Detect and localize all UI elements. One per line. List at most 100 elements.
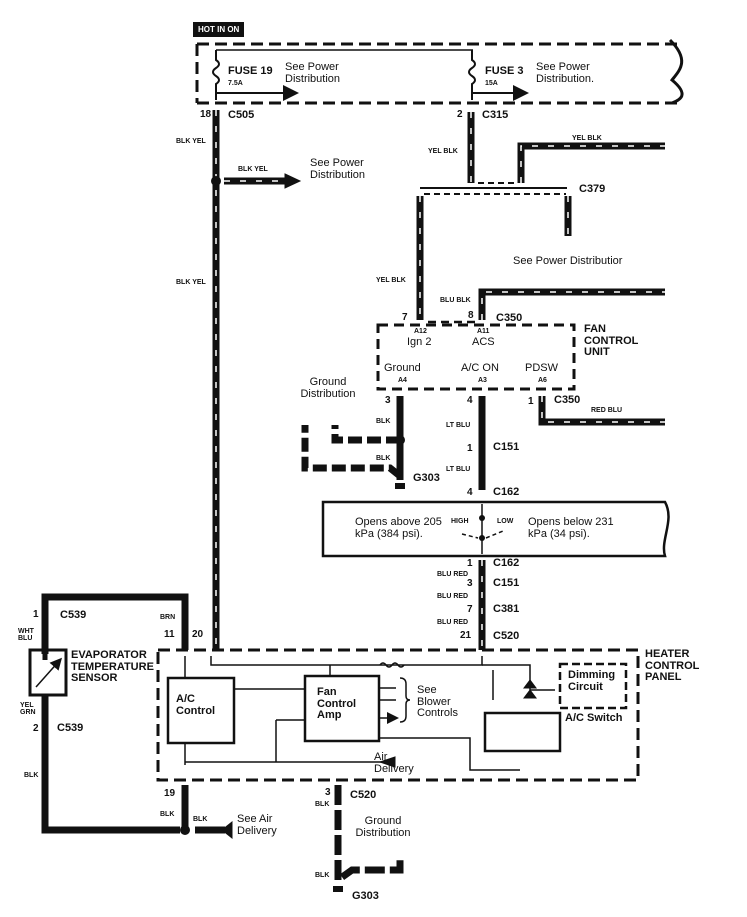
fuse-3-name: FUSE 3 [485,65,524,77]
ac-control-label: A/C Control [176,693,216,717]
fcu-ac-on: A/C ON [461,362,499,374]
c151-label-2: C151 [493,577,520,589]
wire-lt-blu-label: LT BLU [446,466,471,473]
g303-label: G303 [413,472,440,484]
wire-yel-grn-label: YEL GRN [20,702,36,717]
wire-blk-label: BLK [160,811,175,818]
wire-blk-label: BLK [315,801,330,808]
ac-control-box [166,676,236,745]
blower-controls-ref[interactable]: See Blower Controls [417,684,458,720]
wire-blu-red-label: BLU RED [437,619,469,626]
wire-blu-red-label: BLU RED [437,571,469,578]
wire-blk-label: BLK [24,772,39,779]
c379-label: C379 [579,183,606,195]
fan-control-unit-title: FAN CONTROL UNIT [584,323,639,359]
wire-blk-yel-label: BLK YEL [176,279,206,286]
air-delivery-ref[interactable]: Air Delivery [374,751,414,775]
fuse-3 [468,50,476,100]
c350-label: C350 [496,312,523,324]
wire-wht-blu-label: WHT BLU [18,628,34,643]
c315-pin: 2 [457,109,463,120]
c539-pin-1: 1 [33,609,39,620]
c381-pin-7: 7 [467,604,473,615]
heater-control-panel-box [156,648,640,782]
fuse-3-ref[interactable]: See Power Distribution. [536,61,595,85]
heater-control-panel-title: HEATER CONTROL PANEL [645,648,700,684]
ground-symbol [395,483,405,489]
c520-label-2: C520 [350,789,377,801]
fuse-19-rating: 7.5A [228,80,243,87]
fan-control-amp-label: Fan Control Amp [317,686,357,722]
wire-yel-blk-label: YEL BLK [376,277,406,284]
fcu-pin-a12: A12 [414,328,427,335]
fan-control-amp-box [303,674,381,743]
ground-dist-ref-2[interactable]: Ground Distribution [355,815,411,839]
wire-blk-label: BLK [376,455,391,462]
c520-pin-19: 19 [164,788,176,799]
c350-pin-1: 1 [528,396,534,407]
fcu-pin-a6: A6 [538,377,547,384]
fcu-pin-a4: A4 [398,377,407,384]
c539-pin-2: 2 [33,723,39,734]
pressure-low-label: LOW [497,518,514,525]
c505-pin: 18 [200,109,212,120]
hcp-pin-20: 20 [192,629,204,640]
g303-label-2: G303 [352,890,379,902]
c162-label: C162 [493,486,520,498]
c520-label: C520 [493,630,520,642]
hot-in-on-label: HOT IN ON [193,22,245,37]
c162-label-2: C162 [493,557,520,569]
fuse-19-ref[interactable]: See Power Distribution [285,61,341,85]
hot-in-on-box [195,42,680,105]
hcp-pin-11: 11 [164,629,175,640]
c151-pin-1: 1 [467,443,473,454]
c520-pin-3: 3 [325,787,331,798]
pressure-low-text: Opens below 231 kPa (34 psi). [528,516,614,540]
c350-pin-3: 3 [385,395,391,406]
wire-blk-label: BLK [315,872,330,879]
wire-brn-label: BRN [160,614,176,621]
wire-yel-blk-label: YEL BLK [572,135,602,142]
c162-pin-1: 1 [467,558,473,569]
c151-pin-3: 3 [467,578,473,589]
fcu-pin-a11: A11 [477,328,490,335]
wire-blu-blk-label: BLU BLK [440,297,471,304]
c350-pin-4: 4 [467,395,473,406]
c315-label: C315 [482,109,509,121]
fcu-ign2: Ign 2 [407,336,432,348]
c151-label: C151 [493,441,520,453]
ac-switch-box [483,711,562,753]
wire-blk-yel-label: BLK YEL [176,138,206,145]
fuse-19 [212,50,220,100]
pressure-high-label: HIGH [451,518,469,525]
fcu-ground: Ground [384,362,421,374]
evaporator-sensor-title: EVAPORATOR TEMPERATURE SENSOR [71,649,154,685]
fcu-acs: ACS [472,336,495,348]
ac-switch-label: A/C Switch [565,712,623,724]
air-delivery-ref-2[interactable]: See Air Delivery [237,813,277,837]
c350-pin-8: 8 [468,310,474,321]
wire-red-blu-label: RED BLU [591,407,623,414]
c539-label-2: C539 [57,722,84,734]
fcu-pdsw: PDSW [525,362,558,374]
fuse-19-name: FUSE 19 [228,65,273,77]
c381-label: C381 [493,603,520,615]
ground-dist-ref[interactable]: Ground Distribution [300,376,356,400]
c350-label-2: C350 [554,394,581,406]
c505-label: C505 [228,109,255,121]
wire-blu-red-label: BLU RED [437,593,469,600]
pressure-switch-box [321,500,670,558]
wire-blk-label: BLK [376,418,391,425]
power-dist-ref[interactable]: See Power Distribution [310,157,366,181]
pressure-high-text: Opens above 205 kPa (384 psi). [355,516,442,540]
fcu-pin-a3: A3 [478,377,487,384]
c539-label: C539 [60,609,87,621]
wire-blk-label: BLK [193,816,208,823]
power-dist-ref-2[interactable]: See Power Distributior [513,255,623,267]
c350-pin-7: 7 [402,312,408,323]
fan-control-unit-box [376,323,576,391]
c520-pin-21: 21 [460,630,472,641]
dimming-circuit-box [558,662,628,710]
wire-yel-blk-label: YEL BLK [428,148,458,155]
